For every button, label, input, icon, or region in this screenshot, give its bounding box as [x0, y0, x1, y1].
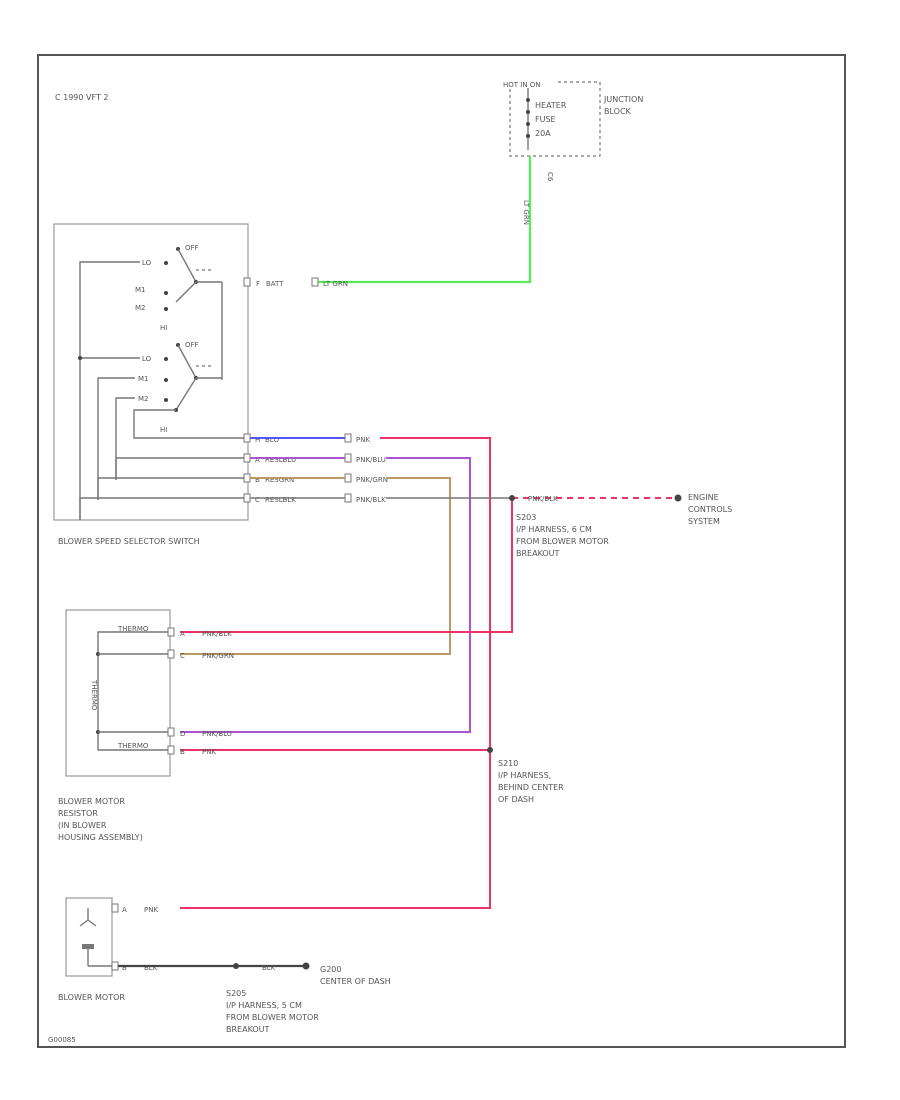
- ecs-line-3: SYSTEM: [688, 517, 720, 526]
- blower-speed-selector-switch: LO OFF M1 M2 HI LO OFF M1 M2 HI: [53, 223, 348, 546]
- blower-motor: A PNK B BLK BLOWER MOTOR: [58, 897, 158, 1002]
- ecs-line-1: ENGINE: [688, 493, 719, 502]
- switch-m2b-label: M2: [138, 395, 149, 403]
- g200-id: G200: [320, 965, 341, 974]
- motor-ground-icon: [82, 944, 94, 949]
- blower-motor-resistor: THERMO THERMO THERMO A PNK/BLK C PNK/GRN…: [58, 609, 234, 842]
- switch-pin-b-name: RESGRN: [265, 476, 294, 484]
- resistor-pin-a: A: [180, 630, 185, 638]
- switch-output-pins: H BLO PNK A RESLBLU PNK/BLU B RESGRN PNK…: [243, 433, 388, 504]
- resistor-coil-bottom: THERMO: [117, 742, 149, 750]
- wire-pnk-main: [180, 437, 491, 909]
- switch-off-bottom-label: OFF: [185, 341, 199, 349]
- splice-s205: S205 I/P HARNESS, 5 CM FROM BLOWER MOTOR…: [226, 989, 319, 1034]
- splice-s205-dot: [233, 963, 239, 969]
- motor-pin-a: A: [122, 906, 127, 914]
- resistor-coil-top: THERMO: [117, 625, 149, 633]
- switch-batt-pin-letter: F: [256, 280, 260, 288]
- s205-desc-2: FROM BLOWER MOTOR: [226, 1013, 319, 1022]
- motor-title: BLOWER MOTOR: [58, 993, 125, 1002]
- switch-pin-h-name: BLO: [265, 436, 279, 444]
- switch-pin-h-letter: H: [255, 436, 260, 444]
- resistor-housing: [65, 609, 171, 777]
- switch-pin-c-letter: C: [255, 496, 260, 504]
- ground-wire-label: BLK: [262, 964, 276, 972]
- s203-id: S203: [516, 513, 536, 522]
- junction-connector: C6: [546, 172, 554, 182]
- switch-m1b-label: M1: [138, 375, 149, 383]
- switch-housing: [53, 223, 249, 521]
- s205-desc-1: I/P HARNESS, 5 CM: [226, 1001, 302, 1010]
- switch-m2-label: M2: [135, 304, 146, 312]
- wire-pnk-grn: [180, 477, 451, 655]
- junction-block-title-1: JUNCTION: [603, 95, 643, 104]
- motor-pin-b: B: [122, 964, 127, 972]
- diagram-frame: [37, 54, 846, 1048]
- ground-g200: G200 CENTER OF DASH: [320, 965, 391, 986]
- splice-s210: S210 I/P HARNESS, BEHIND CENTER OF DASH: [487, 747, 564, 804]
- switch-pin-a-wire: PNK/BLU: [356, 456, 386, 464]
- motor-wire-bottom: BLK: [144, 964, 158, 972]
- switch-batt-wire: LT GRN: [323, 280, 348, 288]
- switch-lo2-label: LO: [142, 355, 152, 363]
- g200-desc: CENTER OF DASH: [320, 977, 391, 986]
- wire-pnk-blu: [180, 457, 471, 733]
- junction-block-title-2: BLOCK: [604, 107, 632, 116]
- s205-desc-3: BREAKOUT: [226, 1025, 270, 1034]
- figure-id: G00085: [48, 1036, 76, 1044]
- switch-batt-pin-name: BATT: [266, 280, 284, 288]
- wire-pnk-blk-resistor: [180, 498, 513, 633]
- motor-wire-top: PNK: [144, 906, 158, 914]
- s203-desc-1: I/P HARNESS, 6 CM: [516, 525, 592, 534]
- resistor-pin-a-wire: PNK/BLK: [202, 630, 232, 638]
- s205-id: S205: [226, 989, 246, 998]
- ground-g200-dot: [302, 962, 310, 970]
- s203-desc-2: FROM BLOWER MOTOR: [516, 537, 609, 546]
- resistor-title-4: HOUSING ASSEMBLY): [58, 833, 143, 842]
- switch-pin-b-wire: PNK/GRN: [356, 476, 388, 484]
- switch-batt-pin: [243, 277, 251, 287]
- resistor-title-1: BLOWER MOTOR: [58, 797, 125, 806]
- s203-wire-label: PNK/BLK: [528, 495, 558, 503]
- switch-lo-label: LO: [142, 259, 152, 267]
- switch-pin-a-name: RESLBLU: [265, 456, 296, 464]
- switch-pin-b-letter: B: [255, 476, 260, 484]
- ecs-line-2: CONTROLS: [688, 505, 732, 514]
- resistor-pin-b: B: [180, 748, 185, 756]
- switch-title: BLOWER SPEED SELECTOR SWITCH: [58, 537, 200, 546]
- resistor-title-2: RESISTOR: [58, 809, 98, 818]
- motor-housing: [65, 897, 113, 977]
- switch-off-top-label: OFF: [185, 244, 199, 252]
- resistor-pin-c: C: [180, 652, 185, 660]
- wire-lt-grn-vertical-label: LT GRN: [522, 200, 530, 225]
- fuse-amps: 20A: [535, 129, 551, 138]
- switch-pin-c-wire: PNK/BLK: [356, 496, 386, 504]
- splice-s203: PNK/BLK S203 I/P HARNESS, 6 CM FROM BLOW…: [509, 495, 609, 558]
- engine-controls-system: ENGINE CONTROLS SYSTEM: [674, 493, 732, 526]
- fuse-word: FUSE: [535, 115, 556, 124]
- fuse-name: HEATER: [535, 101, 567, 110]
- s210-id: S210: [498, 759, 518, 768]
- resistor-pin-b-wire: PNK: [202, 748, 216, 756]
- hot-in-on-label: HOT IN ON: [503, 81, 541, 89]
- switch-hi2-label: HI: [160, 426, 167, 434]
- switch-pin-a-letter: A: [255, 456, 260, 464]
- resistor-title-3: (IN BLOWER: [58, 821, 107, 830]
- switch-pin-h-wire: PNK: [356, 436, 370, 444]
- s210-desc-1: I/P HARNESS,: [498, 771, 551, 780]
- wire-lt-grn: [318, 156, 532, 284]
- switch-hi-label: HI: [160, 324, 167, 332]
- resistor-pin-d-wire: PNK/BLU: [202, 730, 232, 738]
- page-id: C 1990 VFT 2: [55, 93, 108, 102]
- resistor-inner-label: THERMO: [90, 679, 98, 711]
- junction-block: HOT IN ON HEATER FUSE 20A JUNCTION BLOCK…: [503, 78, 643, 182]
- s203-desc-3: BREAKOUT: [516, 549, 560, 558]
- s210-desc-3: OF DASH: [498, 795, 534, 804]
- switch-m1-label: M1: [135, 286, 146, 294]
- resistor-pin-d: D: [180, 730, 185, 738]
- s210-desc-2: BEHIND CENTER: [498, 783, 564, 792]
- resistor-pin-c-wire: PNK/GRN: [202, 652, 234, 660]
- switch-pin-c-name: RESLBLK: [265, 496, 296, 504]
